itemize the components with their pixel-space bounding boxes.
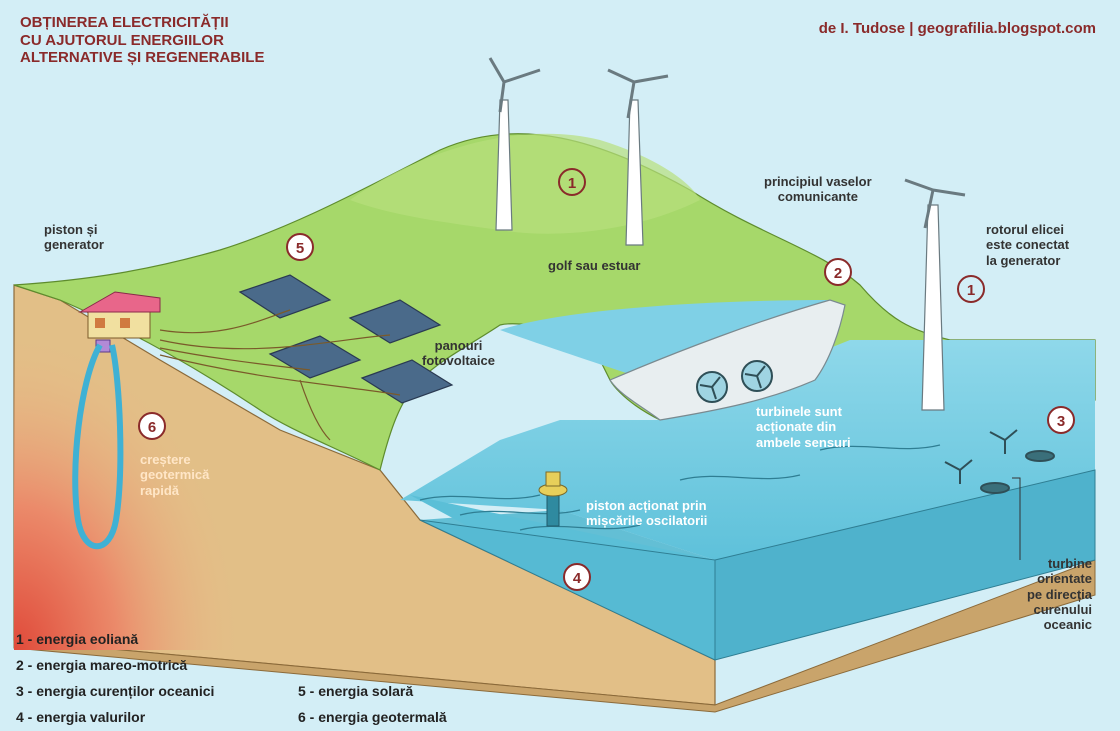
legend-right: 5 - energia solară 6 - energia geotermal… (298, 678, 447, 730)
power-cables (159, 309, 401, 441)
marker-tidal: 2 (824, 258, 852, 286)
label-vase-line-2: comunicante (777, 189, 858, 205)
label-golf: golf sau estuar (548, 258, 641, 273)
legend-item-4: 4 - energia valurilor (16, 709, 146, 725)
label-turbine-orientate: turbine orientate pe direcția curenului … (1027, 556, 1092, 633)
label-turbine-line-4: curenului (1033, 601, 1092, 617)
legend-item-2: 2 - energia mareo-motrică (16, 657, 188, 673)
label-turbinele: turbinele sunt acționate din ambele sens… (756, 404, 851, 450)
tidal-dam (609, 299, 846, 421)
label-geotermic: creștere geotermică rapidă (140, 452, 209, 498)
legend-item-6: 6 - energia geotermală (298, 709, 447, 725)
label-rotor-line-1: rotorul elicei (986, 222, 1065, 237)
credit-text: de I. Tudose | geografilia.blogspot.com (818, 20, 1096, 37)
turbine-pointer (1012, 477, 1021, 560)
label-piston-generator-line-1: piston și (44, 222, 98, 237)
label-piston-line-2: mișcările oscilatorii (586, 513, 708, 529)
label-piston-line-1: piston acționat prin (586, 498, 707, 513)
label-piston-generator: piston și generator (44, 222, 104, 253)
label-panouri-line-1: panouri (434, 338, 483, 353)
sea-surface (400, 340, 1095, 560)
sea-front-block (419, 519, 716, 661)
label-turbinele-line-3: ambele sensuri (756, 434, 851, 450)
title-line-3: ALTERNATIVE ȘI REGENERABILE (20, 49, 265, 67)
label-vase-line-1: principiul vaselor (764, 174, 872, 189)
tidal-turbines (696, 360, 773, 403)
geothermal-pipe (72, 343, 124, 550)
label-piston-generator-line-2: generator (44, 237, 104, 253)
label-geo-line-2: geotermică (140, 467, 210, 483)
marker-currents: 3 (1047, 406, 1075, 434)
wave-lines (419, 444, 941, 531)
power-house (78, 291, 161, 353)
wave-buoy (538, 471, 568, 527)
legend-item-1: 1 - energia eoliană (16, 631, 139, 647)
diagram-title: OBȚINEREA ELECTRICITĂȚII CU AJUTORUL ENE… (20, 14, 264, 67)
label-rotor: rotorul elicei este conectat la generato… (986, 222, 1069, 268)
legend-item-3: 3 - energia curenților oceanici (16, 683, 215, 699)
label-turbine-line-2: orientate (1037, 571, 1092, 587)
geothermal-zone (14, 330, 244, 650)
marker-wind-hill: 1 (558, 168, 586, 196)
marker-solar: 5 (286, 233, 314, 261)
current-turbines (944, 429, 1055, 494)
legend-item-5: 5 - energia solară (298, 683, 414, 699)
label-rotor-line-3: la generator (986, 252, 1061, 268)
label-turbinele-line-2: acționate din (756, 419, 837, 435)
label-panouri-line-2: fotovoltaice (422, 353, 495, 369)
marker-waves: 4 (563, 563, 591, 591)
label-rotor-line-2: este conectat (986, 237, 1070, 253)
title-line-1: OBȚINEREA ELECTRICITĂȚII (20, 14, 229, 31)
label-piston-actionat: piston acționat prin mișcările oscilator… (586, 498, 707, 529)
label-vase: principiul vaselor comunicante (764, 174, 872, 205)
label-geo-line-3: rapidă (140, 482, 180, 498)
label-turbine-line-3: pe direcția (1026, 586, 1092, 602)
label-turbine-line-1: turbine (1047, 556, 1092, 571)
label-panouri: panouri fotovoltaice (422, 338, 495, 369)
marker-geothermal: 6 (138, 412, 166, 440)
marker-wind-sea: 1 (957, 275, 985, 303)
title-line-2: CU AJUTORUL ENERGIILOR (20, 31, 224, 49)
grass-ridge (350, 133, 700, 234)
legend-left: 1 - energia eoliană 2 - energia mareo-mo… (16, 626, 214, 730)
label-turbinele-line-1: turbinele sunt (756, 404, 842, 419)
wind-turbines (488, 57, 966, 411)
label-geo-line-1: creștere (140, 452, 191, 467)
label-turbine-line-5: oceanic (1043, 617, 1092, 633)
